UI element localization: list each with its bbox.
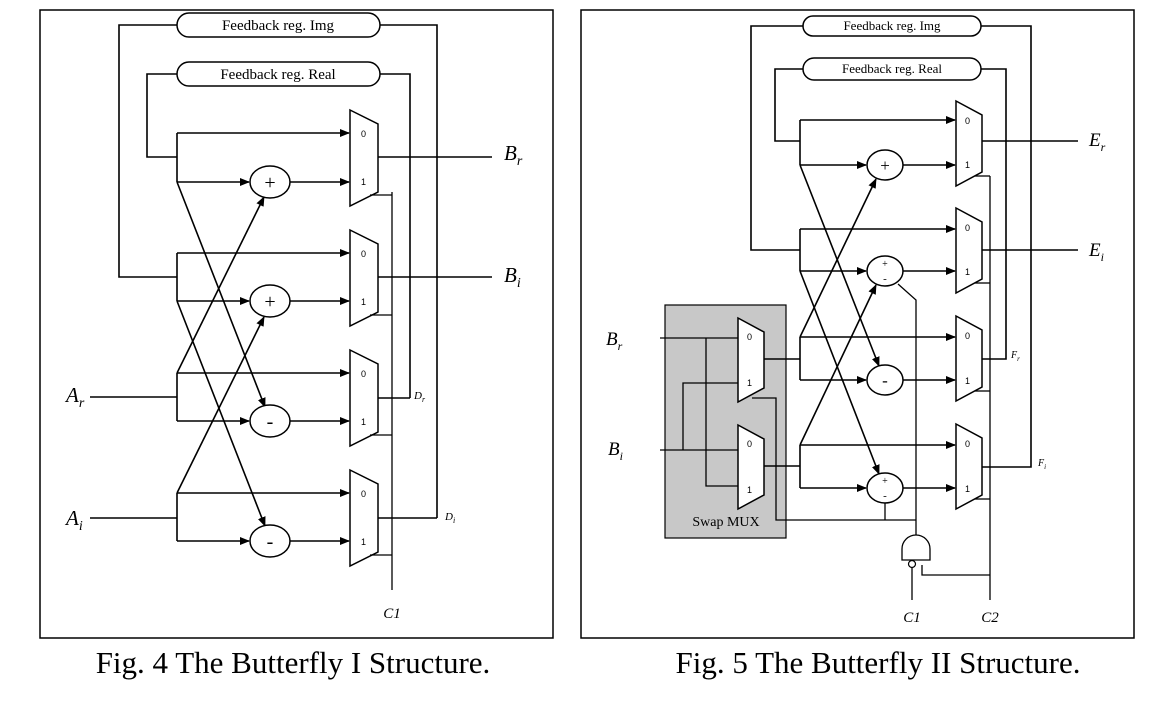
swap-mux-2 bbox=[737, 423, 765, 511]
control-c2-label: C2 bbox=[981, 610, 999, 626]
svg-text:0: 0 bbox=[361, 369, 366, 379]
svg-text:1: 1 bbox=[361, 417, 366, 427]
tap-di-label: Di bbox=[444, 511, 455, 525]
tap-fi-label: Fi bbox=[1037, 458, 1046, 471]
output-er-label: Er bbox=[1088, 130, 1106, 154]
figure-5-frame bbox=[580, 9, 1135, 639]
svg-text:0: 0 bbox=[361, 249, 366, 259]
feedback-real-loop bbox=[774, 68, 803, 142]
svg-text:0: 0 bbox=[747, 332, 752, 342]
input-ar-label: Ar bbox=[64, 383, 85, 411]
feedback-img-return bbox=[380, 24, 438, 518]
svg-text:1: 1 bbox=[747, 378, 752, 388]
swap-mux-1 bbox=[737, 316, 765, 404]
input-bi-label: Bi bbox=[608, 439, 623, 463]
svg-text:0: 0 bbox=[965, 223, 970, 233]
tap-dr-label: Dr bbox=[413, 390, 426, 404]
svg-text:1: 1 bbox=[965, 267, 970, 277]
input-br-label: Br bbox=[606, 329, 623, 353]
control-c1-label: C1 bbox=[383, 606, 401, 622]
figure-4-frame bbox=[39, 9, 554, 639]
feedback-img-loop bbox=[118, 24, 177, 278]
feedback-real-return bbox=[981, 68, 1007, 360]
input-ai-label: Ai bbox=[64, 506, 83, 534]
svg-text:+: + bbox=[264, 172, 275, 194]
svg-text:0: 0 bbox=[965, 331, 970, 341]
svg-text:Feedback reg. Real: Feedback reg. Real bbox=[842, 61, 942, 76]
mux-1 bbox=[349, 108, 379, 208]
mux-2 bbox=[955, 206, 983, 295]
figure-4-caption: Fig. 4 The Butterfly I Structure. bbox=[96, 645, 491, 680]
mux-2 bbox=[349, 228, 379, 328]
tap-fr-label: Fr bbox=[1010, 350, 1020, 363]
svg-text:+: + bbox=[264, 291, 275, 313]
svg-text:-: - bbox=[267, 411, 274, 433]
figure-5-caption: Fig. 5 The Butterfly II Structure. bbox=[676, 645, 1081, 680]
svg-text:+: + bbox=[880, 156, 890, 175]
feedback-img-loop bbox=[750, 25, 803, 251]
feedback-real-loop bbox=[146, 73, 177, 158]
svg-text:1: 1 bbox=[361, 177, 366, 187]
svg-text:0: 0 bbox=[361, 129, 366, 139]
feedback-img-return bbox=[981, 25, 1032, 468]
svg-text:1: 1 bbox=[361, 297, 366, 307]
svg-text:+: + bbox=[882, 259, 888, 270]
figure-4: Feedback reg. Img Feedback reg. Real Ar … bbox=[39, 9, 554, 639]
svg-text:-: - bbox=[267, 531, 274, 553]
and-gate bbox=[901, 534, 931, 561]
output-br-label: Br bbox=[504, 141, 523, 169]
feedback-reg-real-label: Feedback reg. Real bbox=[220, 67, 335, 83]
svg-text:1: 1 bbox=[747, 485, 752, 495]
swap-mux-box bbox=[664, 304, 787, 539]
mux-4 bbox=[955, 422, 983, 511]
output-ei-label: Ei bbox=[1088, 240, 1104, 264]
figure-5: Feedback reg. Img Feedback reg. Real Swa… bbox=[580, 9, 1135, 639]
svg-text:0: 0 bbox=[361, 489, 366, 499]
swap-mux-label: Swap MUX bbox=[692, 515, 759, 530]
feedback-real-return bbox=[380, 73, 411, 398]
output-bi-label: Bi bbox=[504, 263, 521, 291]
svg-text:0: 0 bbox=[747, 439, 752, 449]
svg-text:1: 1 bbox=[965, 376, 970, 386]
svg-text:1: 1 bbox=[965, 160, 970, 170]
svg-text:0: 0 bbox=[965, 116, 970, 126]
feedback-reg-img-label: Feedback reg. Img bbox=[222, 18, 335, 34]
svg-text:Feedback reg. Img: Feedback reg. Img bbox=[843, 18, 941, 33]
svg-text:0: 0 bbox=[965, 439, 970, 449]
svg-text:1: 1 bbox=[361, 537, 366, 547]
svg-text:-: - bbox=[883, 273, 887, 285]
mux-4 bbox=[349, 468, 379, 568]
svg-text:1: 1 bbox=[965, 484, 970, 494]
mux-1 bbox=[955, 99, 983, 188]
control-c1-label: C1 bbox=[903, 610, 921, 626]
svg-text:-: - bbox=[883, 490, 887, 502]
mux-3 bbox=[955, 314, 983, 403]
svg-text:-: - bbox=[882, 371, 888, 390]
svg-text:+: + bbox=[882, 476, 888, 487]
mux-3 bbox=[349, 348, 379, 448]
inverter-bubble bbox=[907, 559, 917, 569]
